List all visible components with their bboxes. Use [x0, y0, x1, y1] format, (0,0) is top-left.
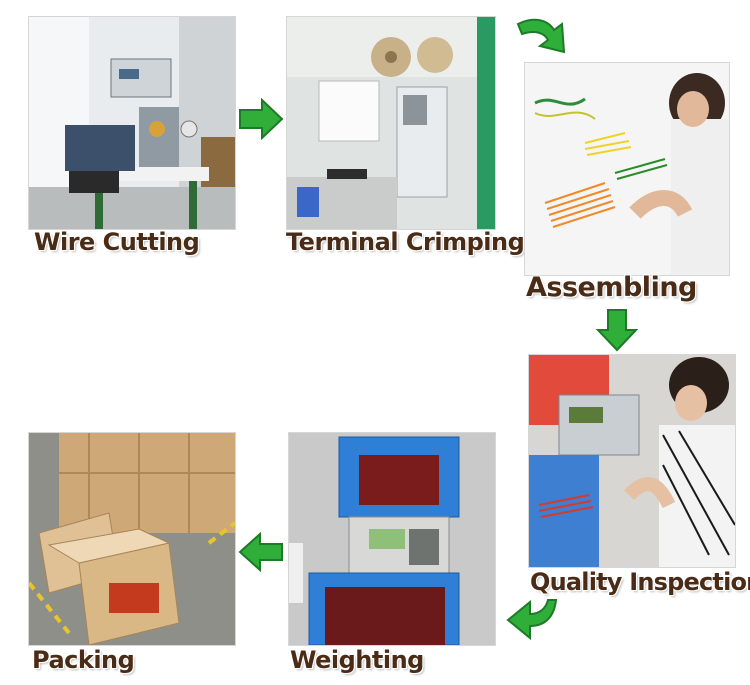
- arrow-curve-down-icon: [514, 12, 574, 58]
- step-label-packing: Packing: [32, 646, 135, 674]
- step-label-wire-cutting: Wire Cutting: [34, 228, 200, 256]
- packing-photo: [28, 432, 236, 646]
- wire-cutting-photo: [28, 16, 236, 230]
- assembling-photo: [524, 62, 730, 276]
- arrow-curve-left-icon: [504, 596, 560, 642]
- step-label-assembling: Assembling: [526, 272, 697, 303]
- arrow-right-icon: [238, 98, 284, 140]
- arrow-left-icon: [238, 532, 284, 572]
- quality-inspection-photo: [528, 354, 736, 568]
- step-label-weighting: Weighting: [290, 646, 424, 674]
- step-label-terminal-crimping: Terminal Crimping: [286, 228, 525, 256]
- terminal-crimping-photo: [286, 16, 496, 230]
- arrow-down-icon: [596, 308, 638, 352]
- step-label-quality-inspection: Quality Inspection: [530, 568, 750, 596]
- weighting-photo: [288, 432, 496, 646]
